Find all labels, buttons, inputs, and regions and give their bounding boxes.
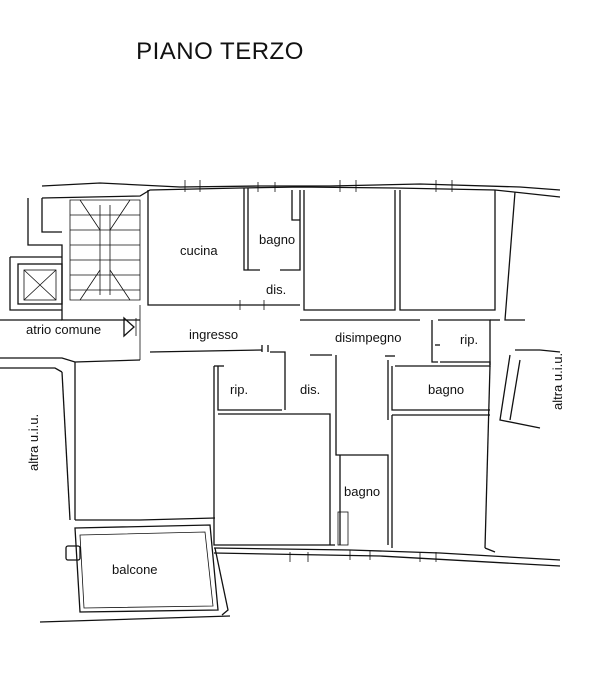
room-label-rip-left: rip. <box>230 382 248 397</box>
room-label-balcone: balcone <box>112 562 158 577</box>
room-label-bagno-bottom: bagno <box>344 484 380 499</box>
label-altra-uiu-left: altra u.i.u. <box>26 414 41 471</box>
room-labels: cucina bagno dis. atrio comune ingresso … <box>26 232 565 577</box>
room-label-bagno-right: bagno <box>428 382 464 397</box>
plan-title: PIANO TERZO <box>136 38 304 65</box>
walls <box>0 180 561 623</box>
room-label-dis-top: dis. <box>266 282 286 297</box>
room-label-atrio: atrio comune <box>26 322 101 337</box>
label-altra-uiu-right: altra u.i.u. <box>550 353 565 410</box>
room-label-dis-mid: dis. <box>300 382 320 397</box>
room-label-bagno-top: bagno <box>259 232 295 247</box>
room-label-cucina: cucina <box>180 243 218 258</box>
room-label-disimpegno: disimpegno <box>335 330 402 345</box>
room-label-ingresso: ingresso <box>189 327 238 342</box>
room-label-rip-right: rip. <box>460 332 478 347</box>
